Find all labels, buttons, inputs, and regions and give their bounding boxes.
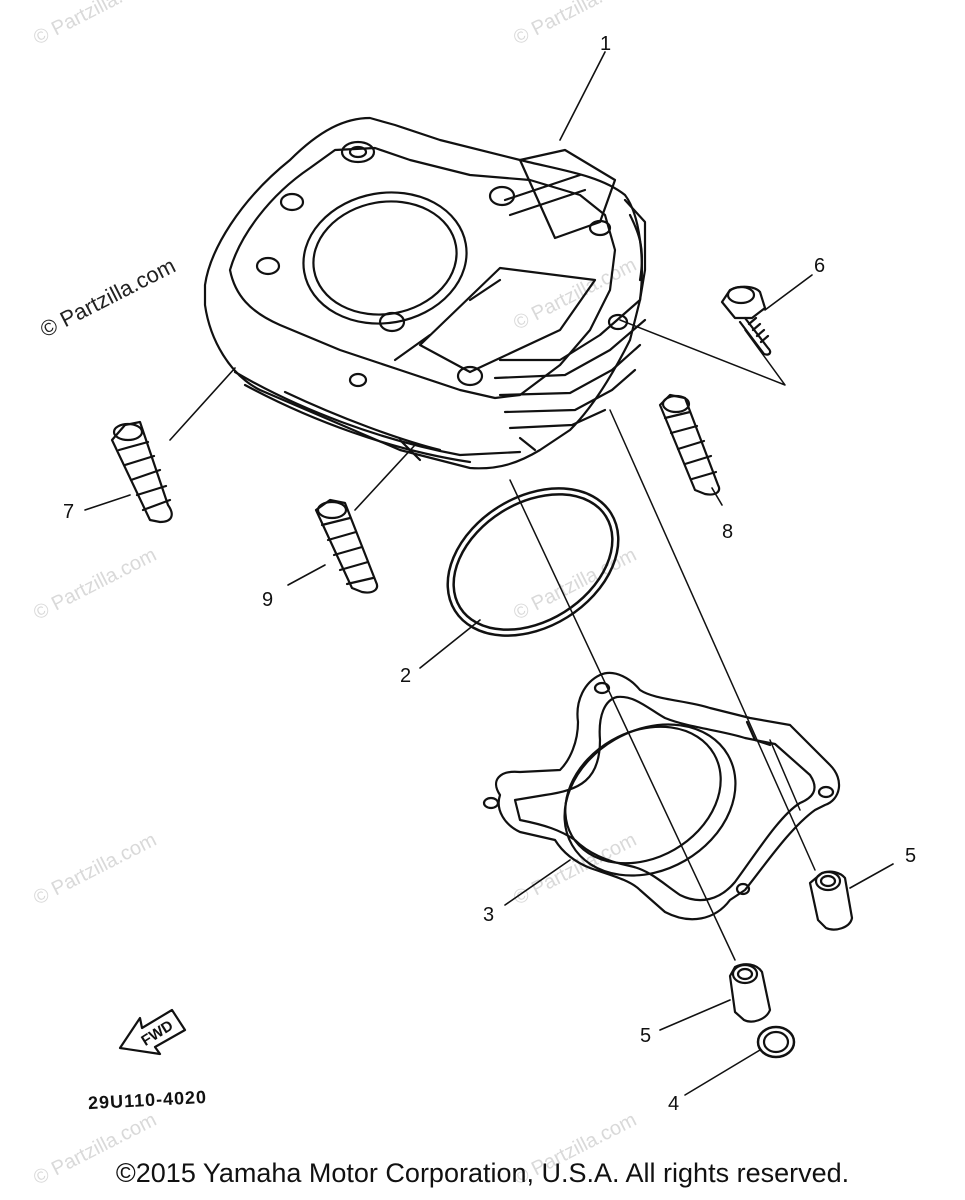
cylinder-bolt <box>720 285 772 356</box>
o-ring <box>446 487 620 637</box>
callout-4: 4 <box>668 1093 679 1115</box>
callout-3: 3 <box>483 904 494 926</box>
stud-spring <box>314 498 379 594</box>
callout-2: 2 <box>400 665 411 687</box>
assembly-lines <box>509 319 816 961</box>
dowel-clip <box>756 1025 796 1059</box>
callout-1: 1 <box>600 33 611 55</box>
stud-spring <box>658 393 721 496</box>
callout-9: 9 <box>262 589 273 611</box>
cylinder-base-gasket <box>482 671 841 921</box>
callout-8: 8 <box>722 521 733 543</box>
callout-7: 7 <box>63 501 74 523</box>
callout-5: 5 <box>640 1025 651 1047</box>
callout-5: 5 <box>905 845 916 867</box>
dowel-pin <box>808 870 854 931</box>
copyright-notice: ©2015 Yamaha Motor Corporation, U.S.A. A… <box>115 1158 850 1188</box>
stud-spring <box>110 420 173 524</box>
callout-6: 6 <box>814 255 825 277</box>
cylinder-block <box>203 116 647 470</box>
fwd-arrow <box>118 1008 187 1056</box>
dowel-pin <box>728 963 772 1023</box>
leader-lines <box>84 51 894 1096</box>
